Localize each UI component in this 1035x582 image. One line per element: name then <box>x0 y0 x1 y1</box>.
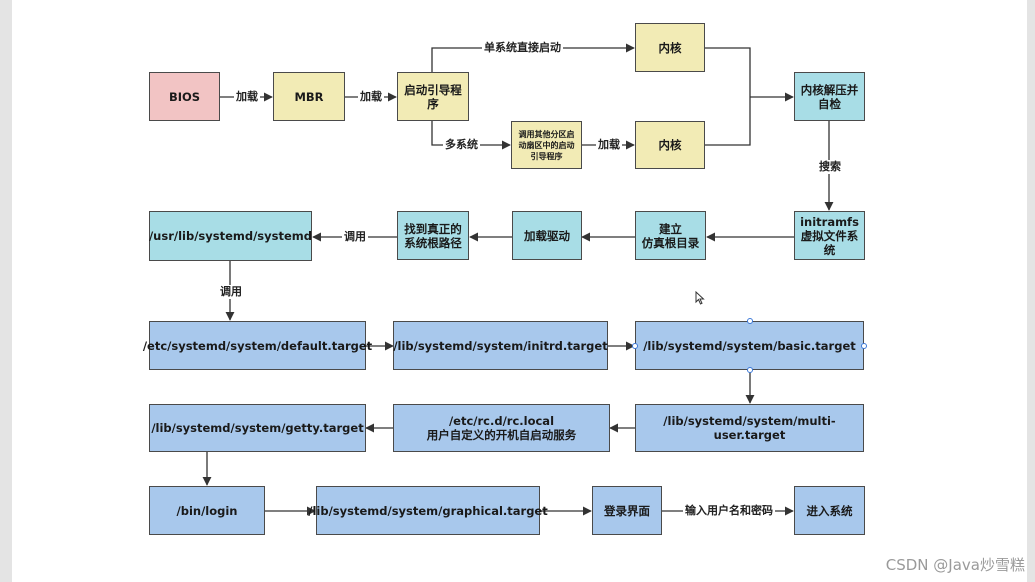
node-login-screen[interactable]: 登录界面 <box>592 486 662 535</box>
node-bin-login[interactable]: /bin/login <box>149 486 265 535</box>
right-panel-edge <box>1027 0 1035 582</box>
node-enter-system-label: 进入系统 <box>806 503 853 518</box>
edge-label-call-systemd: 调用 <box>342 230 368 244</box>
node-initramfs[interactable]: initramfs 虚拟文件系统 <box>794 211 865 260</box>
node-login-screen-label: 登录界面 <box>604 503 650 518</box>
node-fake-root[interactable]: 建立 仿真根目录 <box>635 211 706 260</box>
selection-handle-top[interactable] <box>747 318 753 324</box>
node-initrd-target[interactable]: /lib/systemd/system/initrd.target <box>393 321 608 370</box>
edge-label-bios-mbr: 加载 <box>234 90 260 104</box>
node-load-driver-label: 加载驱动 <box>524 228 570 243</box>
edge-bootloader-kernel-top <box>431 43 635 72</box>
node-kernel-decompress-label: 内核解压并自检 <box>800 82 859 111</box>
edge-label-single-system: 单系统直接启动 <box>482 41 563 55</box>
node-default-target-label: /etc/systemd/system/default.target <box>142 338 373 353</box>
edge-label-mbr-bootloader: 加载 <box>358 90 384 104</box>
node-bios[interactable]: BIOS <box>149 72 220 121</box>
node-enter-system[interactable]: 进入系统 <box>794 486 865 535</box>
node-bootloader[interactable]: 启动引导程序 <box>397 72 469 121</box>
node-mbr-label: MBR <box>294 89 324 104</box>
node-initramfs-desc: 虚拟文件系统 <box>800 228 859 257</box>
mouse-cursor-icon <box>695 291 705 305</box>
node-chain-loader-label: 调用其他分区启动扇区中的启动引导程序 <box>518 129 575 161</box>
node-kernel-decompress[interactable]: 内核解压并自检 <box>794 72 865 121</box>
node-kernel-top-label: 内核 <box>658 40 682 55</box>
node-default-target[interactable]: /etc/systemd/system/default.target <box>143 321 372 370</box>
edge-label-call-default: 调用 <box>218 285 244 299</box>
node-getty-target[interactable]: /lib/systemd/system/getty.target <box>149 404 366 452</box>
node-multi-user-target[interactable]: /lib/systemd/system/multi-user.target <box>635 404 864 452</box>
node-kernel-bottom[interactable]: 内核 <box>635 121 705 169</box>
node-initrd-target-label: /lib/systemd/system/initrd.target <box>393 338 608 353</box>
node-rc-local[interactable]: /etc/rc.d/rc.local 用户自定义的开机自启动服务 <box>393 404 610 452</box>
node-find-root-label: 找到真正的系统根路径 <box>404 221 462 250</box>
node-systemd[interactable]: /usr/lib/systemd/systemd <box>149 211 312 261</box>
node-getty-target-label: /lib/systemd/system/getty.target <box>151 421 364 435</box>
watermark: CSDN @Java炒雪糕 <box>885 556 1025 574</box>
node-graphical-target-label: /lib/systemd/system/graphical.target <box>308 503 548 518</box>
edge-label-input-credentials: 输入用户名和密码 <box>683 504 775 518</box>
selection-handle-bottom[interactable] <box>747 367 753 373</box>
node-bin-login-label: /bin/login <box>176 503 238 518</box>
node-graphical-target[interactable]: /lib/systemd/system/graphical.target <box>308 486 548 535</box>
node-rc-local-path: /etc/rc.d/rc.local <box>448 414 555 428</box>
node-fake-root-title: 建立 <box>659 221 682 236</box>
node-load-driver[interactable]: 加载驱动 <box>512 211 582 260</box>
node-initramfs-title: initramfs <box>800 214 859 229</box>
node-basic-target-label: /lib/systemd/system/basic.target <box>643 338 856 353</box>
node-bios-label: BIOS <box>168 89 201 104</box>
edge-label-multi-system: 多系统 <box>443 138 480 152</box>
node-bootloader-label: 启动引导程序 <box>404 82 462 111</box>
node-systemd-label: /usr/lib/systemd/systemd <box>148 229 313 243</box>
selection-handle-left[interactable] <box>632 343 638 349</box>
left-panel-edge <box>0 0 12 582</box>
edge-bootloader-chain <box>431 121 511 150</box>
node-find-root[interactable]: 找到真正的系统根路径 <box>397 211 469 260</box>
edge-label-chain-kernel: 加载 <box>596 138 622 152</box>
node-rc-local-desc: 用户自定义的开机自启动服务 <box>426 428 577 442</box>
node-kernel-top[interactable]: 内核 <box>635 23 705 72</box>
node-multi-user-target-label: /lib/systemd/system/multi-user.target <box>663 414 836 442</box>
node-kernel-bottom-label: 内核 <box>658 138 682 152</box>
node-fake-root-desc: 仿真根目录 <box>641 235 700 250</box>
edge-label-search: 搜索 <box>817 160 843 174</box>
selection-handle-right[interactable] <box>861 343 867 349</box>
node-mbr[interactable]: MBR <box>273 72 345 121</box>
node-basic-target[interactable]: /lib/systemd/system/basic.target <box>635 321 864 370</box>
node-chain-loader[interactable]: 调用其他分区启动扇区中的启动引导程序 <box>511 121 582 169</box>
edge-kernel-top-merge <box>705 47 751 146</box>
